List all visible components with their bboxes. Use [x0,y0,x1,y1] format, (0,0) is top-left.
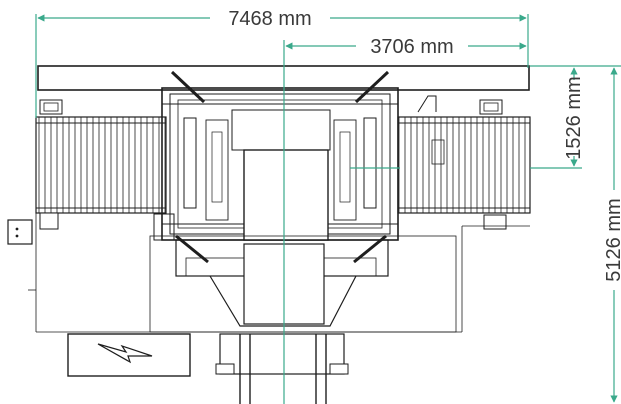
overall-depth-label: 5126 mm [603,198,621,281]
conveyor-width-label: 1526 mm [563,76,585,159]
power-supply-box [67,333,191,377]
machine-outline [28,65,531,404]
lightning-bolt-icon [97,343,153,364]
dimension-lines [35,14,621,404]
half-width-label: 3706 mm [370,36,453,58]
electrical-cabinet-icon [7,219,33,245]
overall-width-label: 7468 mm [228,8,311,30]
left-roller-conveyor [35,116,167,214]
right-roller-conveyor [397,116,531,214]
